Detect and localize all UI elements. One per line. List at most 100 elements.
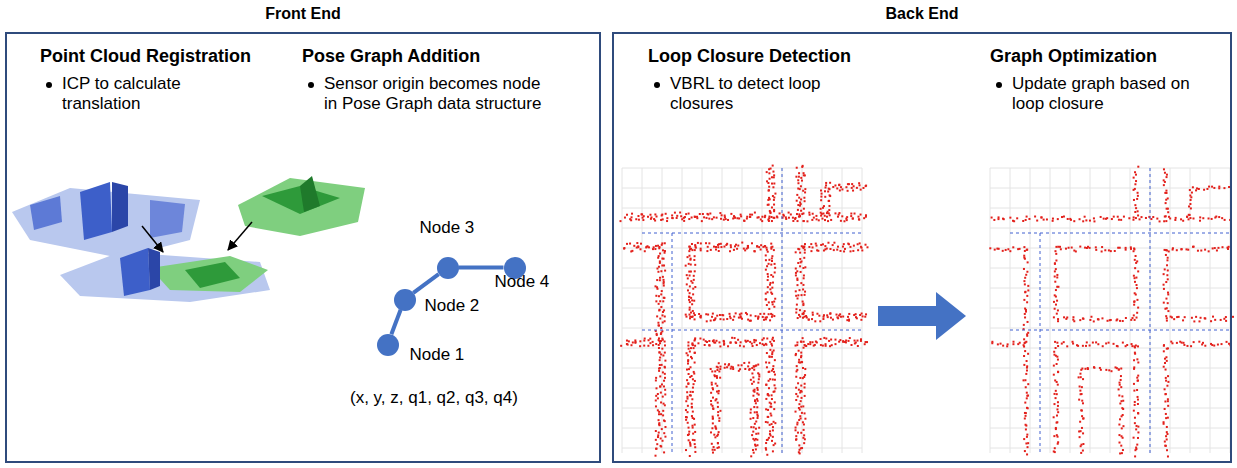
drawing-stroke: [804, 191, 806, 193]
drawing-stroke: [687, 382, 689, 384]
drawing-stroke: [798, 350, 800, 352]
drawing-stroke: [711, 443, 713, 445]
drawing-stroke: [803, 174, 805, 176]
drawing-stroke: [710, 400, 712, 402]
drawing-stroke: [1186, 216, 1188, 218]
drawing-stroke: [844, 248, 846, 250]
drawing-stroke: [790, 213, 792, 215]
drawing-stroke: [998, 216, 1000, 218]
drawing-stroke: [1163, 423, 1165, 425]
drawing-stroke: [1027, 353, 1029, 355]
drawing-stroke: [120, 248, 150, 296]
drawing-stroke: [1165, 190, 1167, 192]
drawing-stroke: [797, 432, 799, 434]
drawing-stroke: [656, 279, 658, 281]
drawing-stroke: [1204, 249, 1206, 251]
drawing-stroke: [717, 447, 719, 449]
drawing-stroke: [751, 214, 753, 216]
drawing-stroke: [1133, 247, 1135, 249]
drawing-stroke: [803, 220, 805, 222]
drawing-stroke: [1034, 216, 1036, 218]
drawing-stroke: [1093, 220, 1095, 222]
drawing-stroke: [1023, 299, 1025, 301]
drawing-stroke: [694, 362, 696, 364]
drawing-stroke: [1056, 393, 1058, 395]
drawing-stroke: [657, 257, 659, 259]
drawing-stroke: [1101, 246, 1103, 248]
drawing-stroke: [1026, 249, 1028, 251]
drawing-stroke: [773, 444, 775, 446]
drawing-stroke: [771, 440, 773, 442]
drawing-stroke: [795, 251, 797, 253]
drawing-stroke: [755, 365, 757, 367]
drawing-stroke: [1053, 365, 1055, 367]
drawing-stroke: [824, 196, 826, 198]
drawing-stroke: [1166, 274, 1168, 276]
drawing-stroke: [708, 218, 710, 220]
drawing-stroke: [771, 394, 773, 396]
drawing-stroke: [774, 374, 776, 376]
drawing-stroke: [1116, 318, 1118, 320]
drawing-stroke: [770, 406, 772, 408]
drawing-stroke: [713, 434, 715, 436]
drawing-stroke: [688, 246, 690, 248]
drawing-stroke: [1027, 321, 1029, 323]
drawing-stroke: [1167, 278, 1169, 280]
drawing-stroke: [755, 339, 757, 341]
drawing-stroke: [1165, 281, 1167, 283]
drawing-stroke: [689, 309, 691, 311]
drawing-stroke: [1121, 415, 1123, 417]
drawing-stroke: [664, 270, 666, 272]
drawing-stroke: [694, 352, 696, 354]
drawing-stroke: [688, 263, 690, 265]
drawing-stroke: [732, 366, 734, 368]
drawing-stroke: [802, 421, 804, 423]
drawing-stroke: [1054, 281, 1056, 283]
drawing-stroke: [642, 219, 644, 221]
drawing-stroke: [751, 242, 753, 244]
drawing-stroke: [1172, 249, 1174, 251]
drawing-stroke: [754, 423, 756, 425]
drawing-stroke: [687, 289, 689, 291]
drawing-stroke: [687, 360, 689, 362]
drawing-stroke: [1053, 301, 1055, 303]
drawing-stroke: [657, 436, 659, 438]
drawing-stroke: [768, 308, 770, 310]
drawing-stroke: [1086, 341, 1088, 343]
drawing-stroke: [1056, 356, 1058, 358]
drawing-stroke: [749, 341, 751, 343]
drawing-stroke: [767, 276, 769, 278]
drawing-stroke: [1054, 275, 1056, 277]
drawing-stroke: [796, 279, 798, 281]
drawing-stroke: [822, 168, 823, 453]
drawing-stroke: [680, 215, 682, 217]
drawing-stroke: [763, 313, 765, 315]
drawing-stroke: [772, 276, 774, 278]
drawing-stroke: [1165, 417, 1167, 419]
drawing-stroke: [802, 313, 804, 315]
drawing-stroke: [1024, 412, 1026, 414]
drawing-stroke: [712, 407, 714, 409]
drawing-stroke: [836, 249, 838, 251]
drawing-stroke: [990, 408, 1230, 409]
drawing-stroke: [805, 345, 807, 347]
drawing-stroke: [1137, 380, 1139, 382]
drawing-stroke: [785, 216, 787, 218]
drawing-stroke: [1134, 449, 1136, 451]
drawing-stroke: [749, 216, 751, 218]
drawing-stroke: [856, 317, 858, 319]
drawing-stroke: [768, 172, 770, 174]
drawing-stroke: [769, 356, 771, 358]
drawing-stroke: [1055, 390, 1057, 392]
drawing-stroke: [693, 275, 695, 277]
drawing-stroke: [1026, 392, 1028, 394]
drawing-stroke: [699, 338, 701, 340]
drawing-stroke: [771, 257, 773, 259]
drawing-stroke: [664, 320, 666, 322]
drawing-stroke: [664, 344, 666, 346]
drawing-stroke: [799, 252, 801, 254]
drawing-stroke: [773, 174, 775, 176]
drawing-stroke: [801, 397, 803, 399]
drawing-stroke: [1137, 403, 1139, 405]
drawing-stroke: [1163, 344, 1165, 346]
